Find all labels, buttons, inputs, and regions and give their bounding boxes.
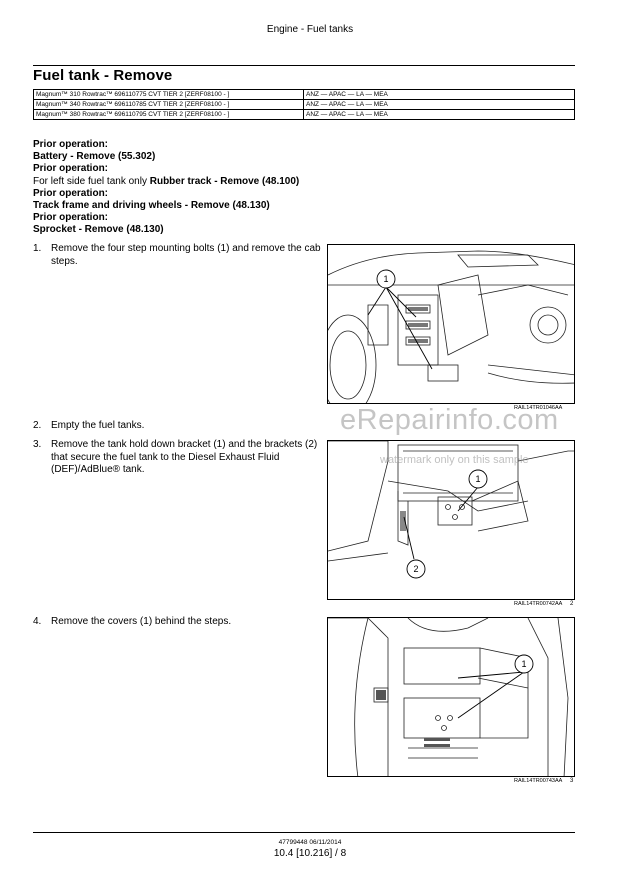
- prior-operation-link[interactable]: Rubber track - Remove (48.100): [149, 175, 300, 187]
- footer-page-number: 10.4 [10.216] / 8: [273, 848, 347, 859]
- prior-operation-label: Prior operation:: [33, 212, 109, 224]
- prior-operation-link[interactable]: Sprocket - Remove (48.130): [33, 224, 164, 236]
- step-number: 4.: [33, 616, 42, 627]
- step-covers-illustration: 1: [328, 618, 569, 776]
- callout-marker: [376, 269, 396, 289]
- figure-code: RAIL14TR00742AA: [514, 601, 563, 607]
- figure-cab-steps: 1: [327, 244, 575, 404]
- table-row: Magnum™ 380 Rowtrac™ 696110795 CVT TIER …: [33, 109, 575, 120]
- callout-marker: [406, 559, 426, 579]
- figure-number: 2: [570, 601, 574, 607]
- model-applicability-table: Magnum™ 310 Rowtrac™ 696110775 CVT TIER …: [33, 89, 575, 120]
- step-text: Remove the covers (1) behind the steps.: [51, 616, 232, 627]
- table-row: Magnum™ 310 Rowtrac™ 696110775 CVT TIER …: [33, 89, 575, 100]
- prior-operation-label: Prior operation:: [33, 163, 109, 175]
- callout-marker: [514, 654, 534, 674]
- running-header: Engine - Fuel tanks: [266, 24, 354, 35]
- region-cell: ANZ — APAC — LA — MEA: [303, 99, 575, 110]
- prior-operation-link[interactable]: Battery - Remove (55.302): [33, 151, 156, 163]
- figure-tank-brackets: 1 2: [327, 440, 575, 600]
- prior-operation-label: Prior operation:: [33, 187, 109, 199]
- cab-steps-illustration: 1: [328, 250, 574, 403]
- model-cell: Magnum™ 380 Rowtrac™ 696110795 CVT TIER …: [33, 109, 304, 120]
- callout-label: 1: [383, 274, 388, 284]
- prior-operation-label: Prior operation:: [33, 139, 109, 150]
- step-number: 1.: [33, 243, 42, 254]
- footer-divider: [33, 832, 575, 833]
- step-text: Empty the fuel tanks.: [51, 420, 145, 431]
- figure-code: RAIL14TR01046AA: [514, 405, 563, 411]
- prior-operation-note: For left side fuel tank only: [33, 175, 150, 187]
- model-cell: Magnum™ 310 Rowtrac™ 696110775 CVT TIER …: [33, 89, 304, 100]
- figure-code: RAIL14TR00743AA: [514, 778, 563, 784]
- watermark-site: eRepairinfo.com: [340, 404, 559, 436]
- step-text: Remove the tank hold down bracket (1) an…: [51, 439, 318, 475]
- figure-step-covers: 1: [327, 617, 575, 777]
- step-number: 3.: [33, 439, 42, 450]
- callout-marker: [468, 469, 488, 489]
- table-row: Magnum™ 340 Rowtrac™ 696110785 CVT TIER …: [33, 99, 575, 110]
- prior-operation-link[interactable]: Track frame and driving wheels - Remove …: [33, 200, 270, 212]
- model-cell: Magnum™ 340 Rowtrac™ 696110785 CVT TIER …: [33, 99, 304, 110]
- watermark-note: watermark only on this sample: [380, 454, 529, 466]
- callout-label: 1: [475, 474, 480, 484]
- prior-operations: Prior operation: Battery - Remove (55.30…: [33, 139, 299, 237]
- step-number: 2.: [33, 420, 42, 431]
- footer-doc-code: 47799448 06/11/2014: [278, 839, 342, 846]
- callout-label: 2: [413, 564, 418, 574]
- callout-label: 1: [521, 659, 526, 669]
- page-title: Fuel tank - Remove: [33, 65, 575, 89]
- figure-number: 3: [570, 778, 574, 784]
- region-cell: ANZ — APAC — LA — MEA: [303, 109, 575, 120]
- tank-brackets-illustration: 1 2: [328, 441, 574, 579]
- step-text: Remove the four step mounting bolts (1) …: [51, 243, 321, 267]
- region-cell: ANZ — APAC — LA — MEA: [303, 89, 575, 100]
